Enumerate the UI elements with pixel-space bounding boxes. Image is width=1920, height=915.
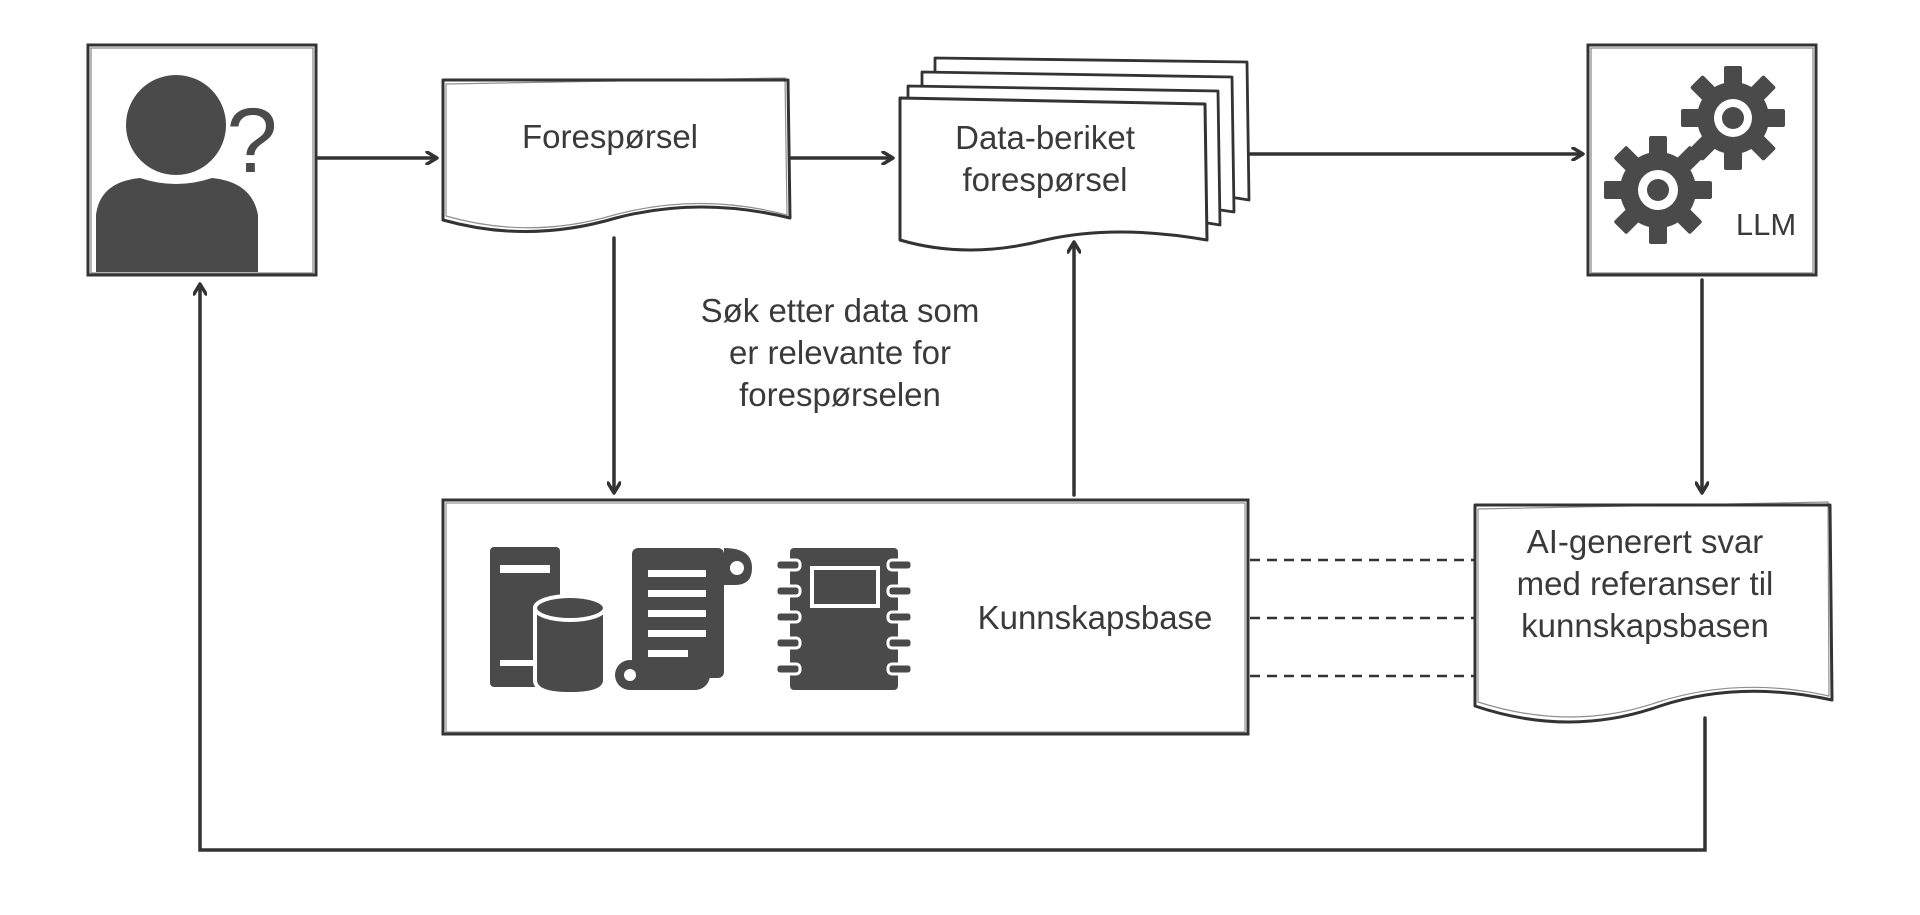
search-note: Søk etter data som er relevante for fore… (640, 290, 1040, 416)
server-database-icon (490, 547, 607, 697)
enriched-request-stack (898, 56, 1251, 252)
llm-box (1586, 43, 1818, 277)
answer-label: AI-generert svar med referanser til kunn… (1480, 521, 1810, 647)
llm-label: LLM (1735, 207, 1797, 242)
request-document (441, 77, 792, 233)
knowledge-base-label: Kunnskapsbase (977, 599, 1213, 636)
search-note-line: Søk etter data som (700, 292, 980, 329)
enriched-request-label-line: forespørsel (962, 161, 1128, 198)
search-note-line: forespørselen (739, 376, 941, 413)
flow-arrows (200, 154, 1707, 852)
gears-icon (1604, 66, 1785, 244)
request-label: Forespørsel (521, 118, 699, 155)
enriched-request-label: Data-beriket forespørsel (905, 117, 1185, 201)
notebook-icon (774, 548, 914, 690)
answer-label-line: med referanser til (1516, 565, 1774, 602)
reference-links (1250, 558, 1475, 678)
knowledge-base-box (441, 498, 1250, 736)
scroll-document-icon (615, 548, 752, 690)
answer-document (1473, 501, 1834, 724)
answer-label-line: AI-generert svar (1526, 523, 1764, 560)
user-box: ? (86, 43, 318, 277)
search-note-line: er relevante for (729, 334, 951, 371)
question-mark-icon: ? (226, 90, 277, 192)
enriched-request-label-line: Data-beriket (955, 119, 1135, 156)
arrow-answer-to-user (200, 285, 1707, 852)
answer-label-line: kunnskapsbasen (1521, 607, 1769, 644)
user-icon (96, 75, 258, 272)
